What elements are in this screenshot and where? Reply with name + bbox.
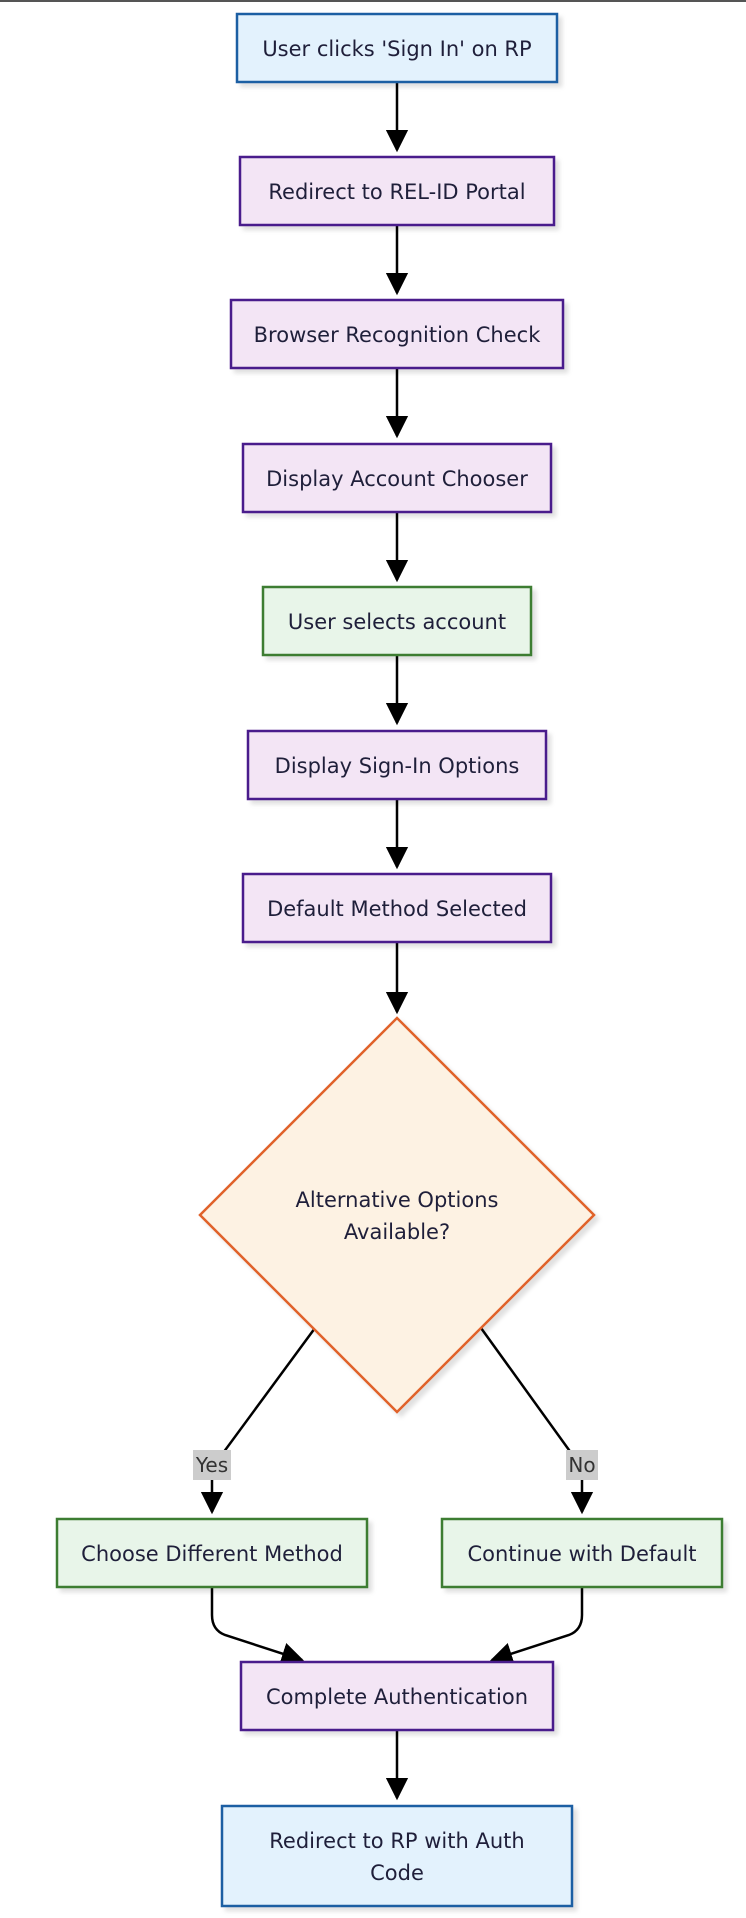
svg-text:Yes: Yes	[195, 1453, 228, 1477]
node-display-account-chooser: Display Account Chooser	[241, 442, 553, 514]
node-choose-different-method: Choose Different Method	[55, 1517, 369, 1589]
edge-n8-n10	[479, 1327, 594, 1515]
node-user-selects-account: User selects account	[261, 585, 533, 657]
svg-text:User selects account: User selects account	[288, 610, 506, 634]
node-redirect-to-portal: Redirect to REL-ID Portal	[238, 155, 556, 227]
svg-text:Browser Recognition Check: Browser Recognition Check	[254, 323, 542, 347]
svg-text:Redirect to RP with Auth: Redirect to RP with Auth	[269, 1829, 524, 1853]
svg-text:Continue with Default: Continue with Default	[467, 1542, 696, 1566]
node-display-sign-in-options: Display Sign-In Options	[246, 729, 548, 801]
edge-label-yes: Yes	[193, 1450, 231, 1480]
svg-text:Display Sign-In Options: Display Sign-In Options	[275, 754, 520, 778]
top-border	[0, 0, 746, 2]
svg-text:Default Method Selected: Default Method Selected	[267, 897, 527, 921]
svg-text:Choose Different Method: Choose Different Method	[81, 1542, 343, 1566]
edge-label-no: No	[566, 1450, 598, 1480]
svg-text:Display Account Chooser: Display Account Chooser	[266, 467, 528, 491]
node-complete-authentication: Complete Authentication	[239, 1660, 555, 1732]
edge-n9-n11	[210, 1588, 305, 1665]
svg-text:Redirect to REL-ID Portal: Redirect to REL-ID Portal	[268, 180, 525, 204]
node-default-method-selected: Default Method Selected	[241, 872, 553, 944]
edge-n8-n9	[200, 1327, 317, 1515]
svg-text:No: No	[568, 1453, 595, 1477]
edge-n10-n11	[489, 1588, 584, 1665]
node-redirect-to-rp-with-auth-code: Redirect to RP with Auth Code	[220, 1804, 574, 1908]
node-continue-with-default: Continue with Default	[440, 1517, 724, 1589]
node-alternative-options-decision: Alternative Options Available?	[198, 1016, 596, 1414]
svg-text:Alternative Options: Alternative Options	[296, 1188, 499, 1212]
svg-text:User clicks 'Sign In' on RP: User clicks 'Sign In' on RP	[262, 37, 531, 61]
svg-text:Complete Authentication: Complete Authentication	[266, 1685, 528, 1709]
svg-text:Available?: Available?	[344, 1220, 450, 1244]
node-user-clicks-sign-in: User clicks 'Sign In' on RP	[235, 12, 559, 84]
svg-text:Code: Code	[370, 1861, 424, 1885]
node-browser-recognition-check: Browser Recognition Check	[229, 298, 565, 370]
